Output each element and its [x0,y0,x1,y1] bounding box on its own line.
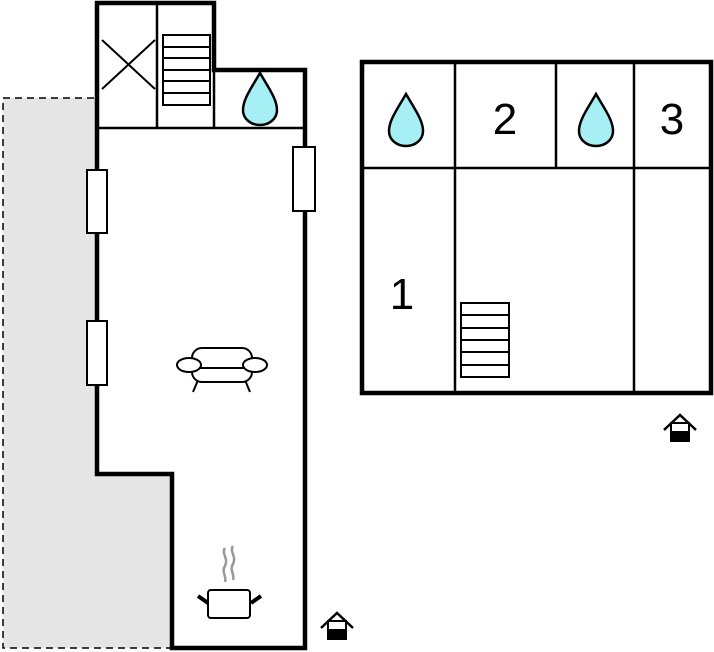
left-building [94,0,308,651]
kitchen-pot-icon [196,545,263,619]
room-label-3: 3 [660,95,684,144]
void-icon [101,39,156,90]
stairs-icon [460,302,510,378]
entrance-icon [319,611,355,641]
entrance-icon [662,413,698,443]
room-label-1: 1 [390,270,414,319]
sofa-icon [176,347,268,393]
stairs-icon [162,34,211,106]
room-label-2: 2 [493,95,517,144]
window-icon [86,146,316,386]
